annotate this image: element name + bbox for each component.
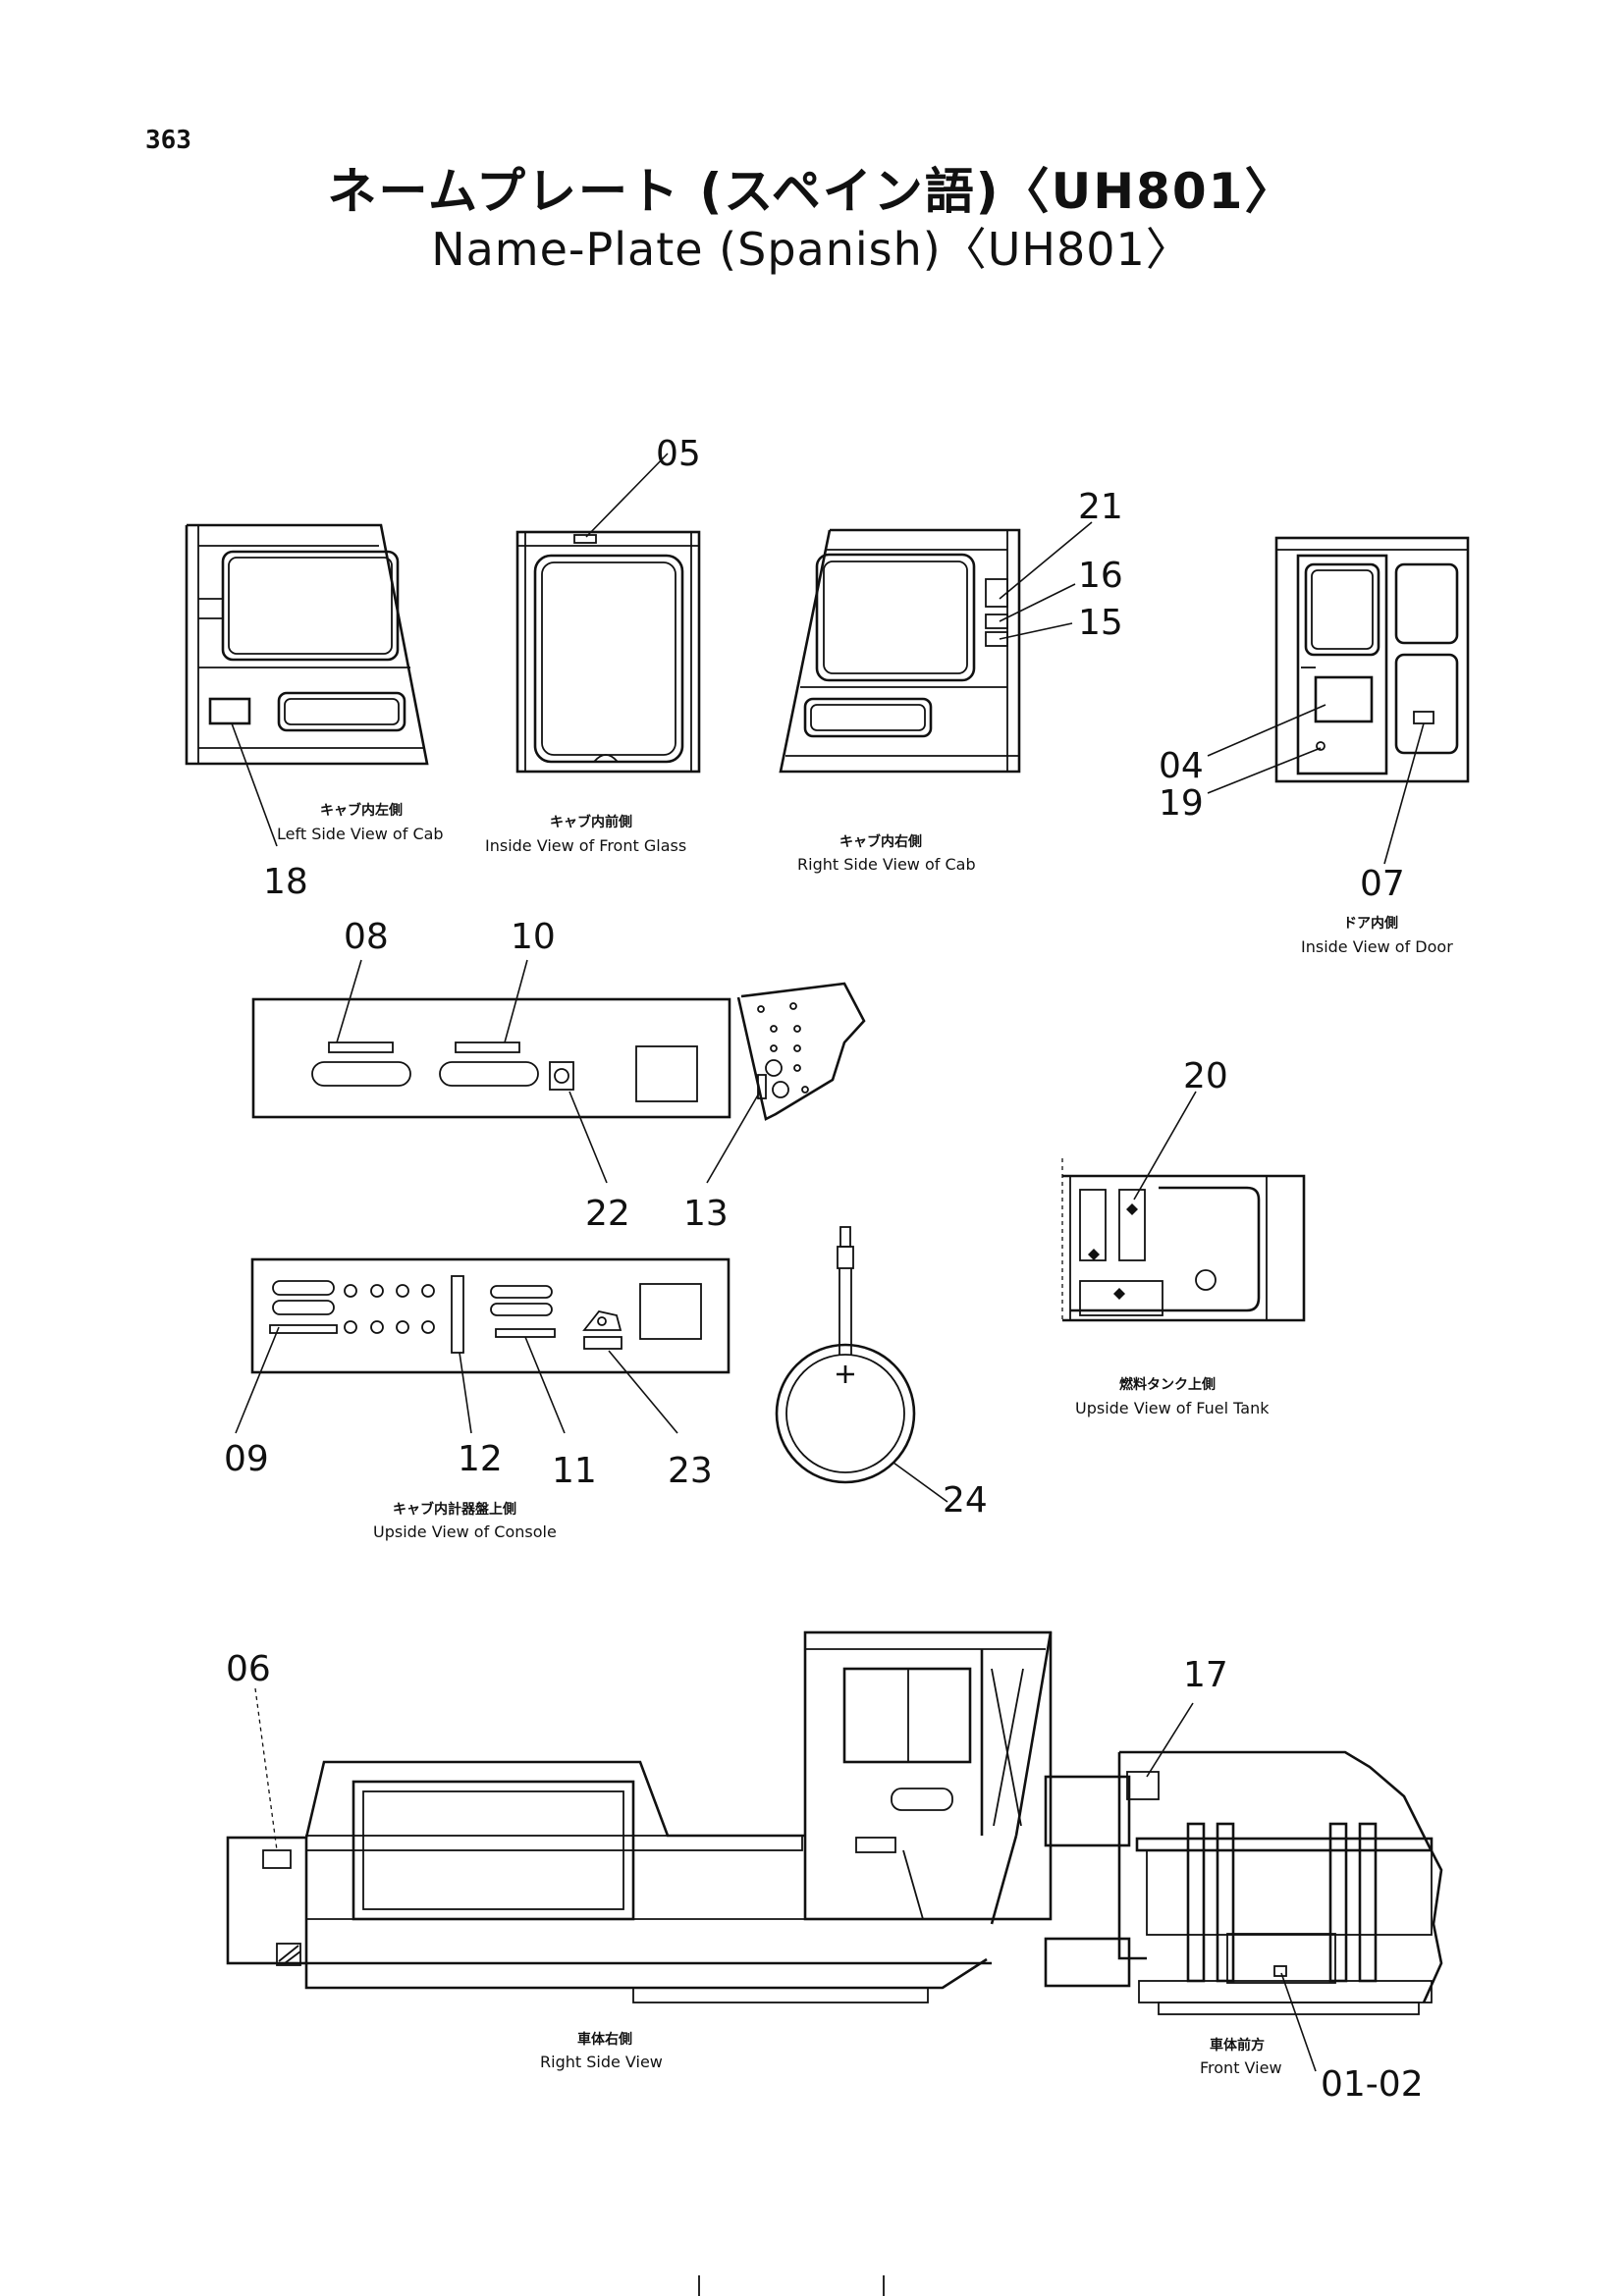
left-side-cab-label-en: Left Side View of Cab <box>277 825 444 843</box>
callout-21: 21 <box>1078 487 1123 527</box>
callout-07: 07 <box>1360 864 1405 904</box>
front-glass-label-en: Inside View of Front Glass <box>485 836 686 855</box>
fuel-tank-drawing <box>1061 1158 1306 1322</box>
right-side-cab-label-en: Right Side View of Cab <box>797 855 976 874</box>
callout-17: 17 <box>1183 1655 1228 1695</box>
callout-10: 10 <box>511 917 556 957</box>
right-side-cab-label-jp: キャブ内右側 <box>839 833 922 850</box>
callout-09: 09 <box>224 1439 269 1479</box>
leader-01-02 <box>1280 1972 1317 2072</box>
callout-05: 05 <box>656 434 701 474</box>
callout-24: 24 <box>943 1480 988 1521</box>
leader-15 <box>999 622 1073 640</box>
front-view-drawing <box>1044 1750 1443 2015</box>
callout-19: 19 <box>1159 783 1204 824</box>
fuel-tank-label-jp: 燃料タンク上側 <box>1119 1376 1216 1393</box>
front-glass-drawing <box>515 530 701 774</box>
leader-22 <box>568 1091 608 1184</box>
callout-04: 04 <box>1159 746 1204 786</box>
callout-06: 06 <box>226 1649 271 1689</box>
leader-18 <box>231 722 278 847</box>
leader-20 <box>1133 1091 1197 1201</box>
front-view-label-en: Front View <box>1200 2058 1282 2077</box>
leader-10 <box>504 959 528 1043</box>
callout-23: 23 <box>668 1451 713 1491</box>
right-side-label-en: Right Side View <box>540 2053 663 2071</box>
front-glass-label-jp: キャブ内前側 <box>550 814 632 830</box>
leader-05 <box>585 453 669 538</box>
page-number: 363 <box>145 126 191 155</box>
front-view-label-jp: 車体前方 <box>1210 2037 1265 2054</box>
leader-21 <box>999 521 1093 600</box>
callout-18: 18 <box>263 862 308 902</box>
leader-19 <box>1207 747 1322 794</box>
console-label-jp: キャブ内計器盤上側 <box>393 1501 516 1518</box>
callout-20: 20 <box>1183 1056 1228 1096</box>
leader-08 <box>336 959 362 1043</box>
right-side-machine-drawing <box>226 1630 1053 2003</box>
leader-23 <box>608 1350 678 1434</box>
callout-11: 11 <box>552 1451 597 1491</box>
upper-panel-drawing <box>251 982 866 1121</box>
door-drawing <box>1274 536 1470 783</box>
callout-22: 22 <box>585 1194 630 1234</box>
leader-06 <box>254 1687 278 1851</box>
console-label-en: Upside View of Console <box>373 1522 557 1541</box>
callout-12: 12 <box>458 1439 503 1479</box>
fuel-gauge-drawing <box>775 1226 916 1484</box>
page-title-japanese: ネームプレート (スペイン語)〈UH801〉 <box>327 163 1296 220</box>
left-side-cab-label-jp: キャブ内左側 <box>320 802 403 819</box>
right-side-cab-drawing <box>779 528 1021 774</box>
door-label-jp: ドア内側 <box>1343 915 1398 932</box>
leader-24 <box>893 1462 948 1503</box>
fuel-tank-label-en: Upside View of Fuel Tank <box>1075 1399 1270 1417</box>
callout-08: 08 <box>344 917 389 957</box>
left-side-cab-drawing <box>185 523 429 766</box>
leader-09 <box>235 1326 280 1434</box>
leader-16 <box>999 583 1076 622</box>
right-side-label-jp: 車体右側 <box>577 2031 632 2048</box>
leader-13 <box>706 1091 761 1184</box>
door-label-en: Inside View of Door <box>1301 937 1453 956</box>
console-drawing <box>250 1257 730 1374</box>
leader-12 <box>459 1352 472 1434</box>
leader-07 <box>1383 722 1425 865</box>
callout-16: 16 <box>1078 556 1123 596</box>
leader-17 <box>1146 1702 1194 1778</box>
leader-04 <box>1207 704 1326 757</box>
callout-15: 15 <box>1078 603 1123 643</box>
callout-13: 13 <box>683 1194 729 1234</box>
leader-11 <box>524 1336 566 1434</box>
page-title-english: Name-Plate (Spanish)〈UH801〉 <box>431 223 1192 276</box>
callout-01-02: 01-02 <box>1321 2064 1424 2105</box>
